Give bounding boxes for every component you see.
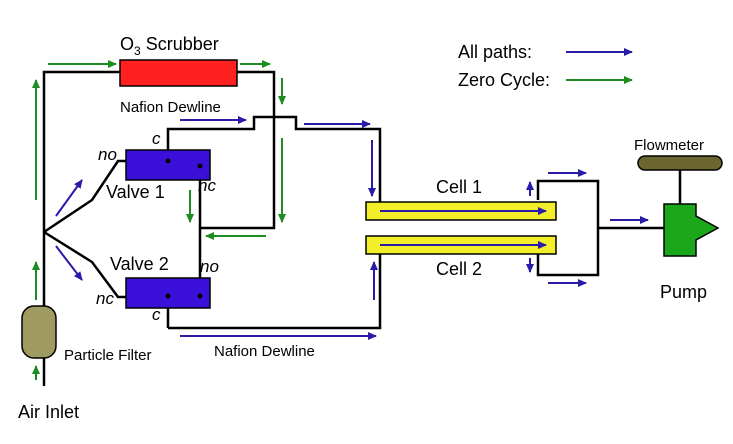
legend-all-paths-label: All paths: bbox=[458, 42, 532, 62]
valve-1-port-c bbox=[165, 158, 171, 164]
particle-filter bbox=[21, 305, 57, 359]
scrubber-label: O3 Scrubber bbox=[120, 34, 219, 58]
valve-2-port-c bbox=[165, 293, 171, 299]
legend-zero-cycle-label: Zero Cycle: bbox=[458, 70, 550, 90]
particle-filter-label: Particle Filter bbox=[64, 347, 152, 364]
valve-2-label: Valve 2 bbox=[110, 254, 169, 274]
pump-label: Pump bbox=[660, 282, 707, 302]
valve-1-nc-label: nc bbox=[198, 176, 216, 195]
valve-2-no-label: no bbox=[200, 257, 219, 276]
cell-2-label: Cell 2 bbox=[436, 259, 482, 279]
nafion-dewline-bottom-label: Nafion Dewline bbox=[214, 343, 315, 360]
valve-2-c-label: c bbox=[152, 305, 161, 324]
all-paths-arrows bbox=[55, 48, 649, 340]
flowmeter bbox=[637, 155, 723, 171]
valve-1-c-label: c bbox=[152, 129, 161, 148]
nafion-dewline-top-label: Nafion Dewline bbox=[120, 99, 221, 116]
pump bbox=[663, 203, 720, 257]
valve-1-label: Valve 1 bbox=[106, 182, 165, 202]
o3-scrubber bbox=[119, 59, 238, 87]
air-inlet-label: Air Inlet bbox=[18, 402, 79, 422]
cell-1-label: Cell 1 bbox=[436, 177, 482, 197]
valve-2-nc-label: nc bbox=[96, 289, 114, 308]
valve-2 bbox=[125, 277, 211, 309]
valve-1-no-label: no bbox=[98, 145, 117, 164]
valve-2-port-no bbox=[197, 293, 203, 299]
flowmeter-label: Flowmeter bbox=[634, 137, 704, 154]
zero-cycle-arrows bbox=[32, 60, 633, 380]
valve-1-port-nc bbox=[197, 163, 203, 169]
valve-1 bbox=[125, 149, 211, 181]
